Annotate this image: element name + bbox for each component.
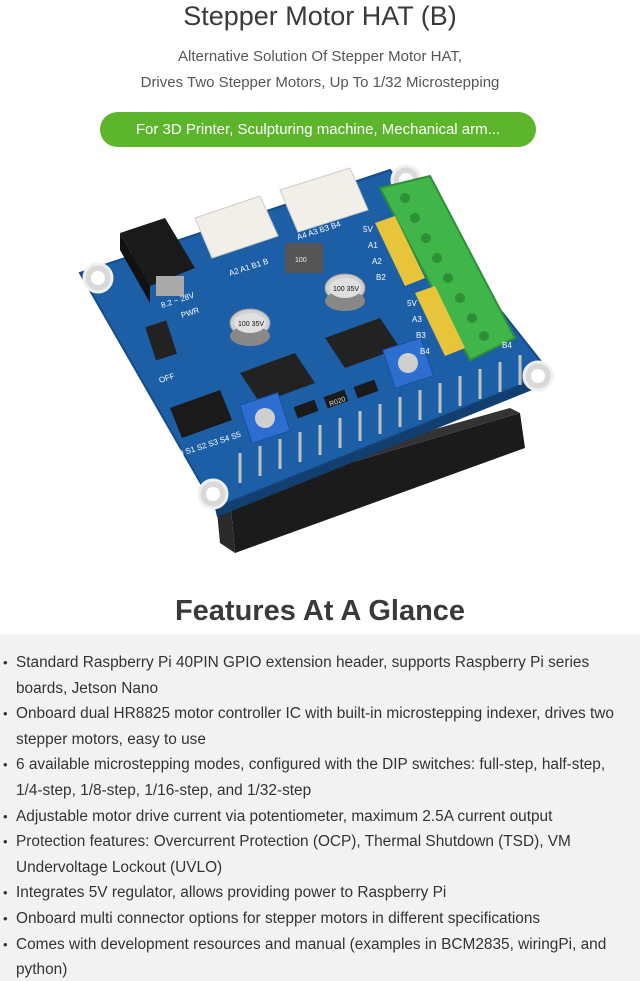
features-panel: • Standard Raspberry Pi 40PIN GPIO exten… [0,634,640,981]
terminal-b4-label: B4 [502,341,512,350]
motor-connectors [194,167,369,259]
bullet-icon: • [3,706,8,722]
side-top-label-3: A2 [372,257,382,266]
feature-item-4: • Adjustable motor drive current via pot… [0,804,640,830]
motor-driver-chips [240,318,400,403]
bullet-icon: • [3,655,8,670]
feature-item-2: • Onboard dual HR8825 motor controller I… [0,701,640,752]
subtitle-line-2: Drives Two Stepper Motors, Up To 1/32 Mi… [140,74,500,91]
power-jack [120,218,195,303]
feature-item-6: • Integrates 5V regulator, allows provid… [0,880,640,906]
current-sense-resistors [293,379,379,419]
gpio-pins [238,355,522,483]
dip-switch [170,390,232,438]
side-top-label-4: B2 [376,273,386,282]
capacitors [229,273,366,346]
features-heading: Features At A Glance [174,595,466,627]
page-title: Stepper Motor HAT (B) [183,1,457,31]
bullet-icon: • [3,808,8,824]
cap2-marking: 100 35V [333,286,359,293]
side-top-label-2: A1 [368,241,378,250]
bullet-icon: • [3,757,8,773]
side-bottom-label-3: B3 [416,331,426,340]
power-switch [145,320,178,361]
inductor [285,243,323,273]
feature-item-5: • Protection features: Overcurrent Prote… [0,829,640,880]
stepper-motor-hat-board-illustration: 8.2 ~ 28V PWR OFF A2 A1 B1 B A4 A3 B3 B4… [78,164,554,553]
bullet-icon: • [3,910,8,926]
feature-item-1: • Standard Raspberry Pi 40PIN GPIO exten… [0,650,640,701]
product-image: 8.2 ~ 28V PWR OFF A2 A1 B1 B A4 A3 B3 B4… [70,158,570,558]
side-bottom-label-4: B4 [420,347,430,356]
potentiometers [239,337,434,444]
cap1-marking: 100 35V [238,321,264,328]
bullet-icon: • [3,834,8,850]
features-list: • Standard Raspberry Pi 40PIN GPIO exten… [0,650,640,981]
bullet-icon: • [3,885,8,901]
feature-item-8: • Comes with development resources and m… [0,932,640,981]
yellow-pin-headers [375,216,465,356]
bullet-icon: • [3,936,8,952]
side-bottom-label-2: A3 [412,315,422,324]
feature-item-7: • Onboard multi connector options for st… [0,906,640,932]
side-top-label-1: 5V [363,225,373,234]
applications-pill: For 3D Printer, Sculpturing machine, Mec… [100,112,536,147]
side-bottom-label-1: 5V [407,299,417,308]
inductor-marking: 100 [295,257,307,264]
subtitle-line-1: Alternative Solution Of Stepper Motor HA… [177,48,463,65]
feature-item-3: • 6 available microstepping modes, confi… [0,752,640,803]
